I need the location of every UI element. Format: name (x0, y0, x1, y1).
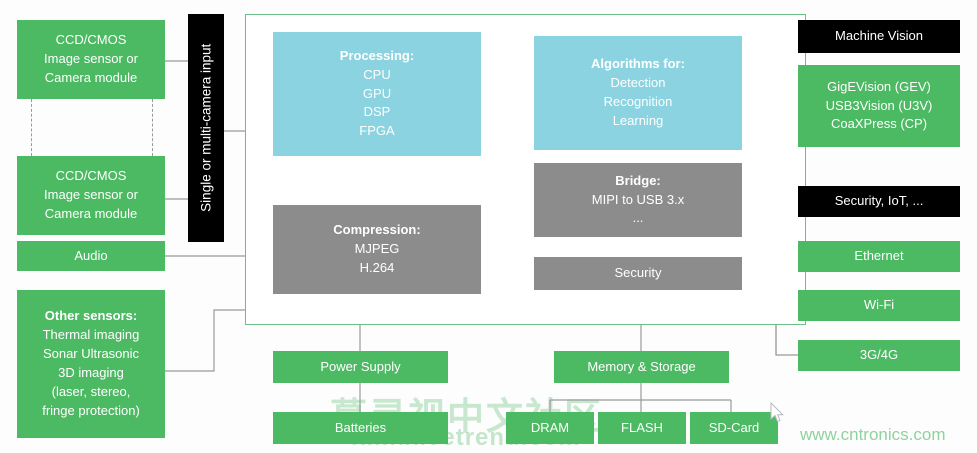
ethernet-block[interactable]: Ethernet (798, 241, 960, 272)
other-sensors-line-3: 3D imaging (58, 365, 124, 380)
camera-module-2[interactable]: CCD/CMOS Image sensor or Camera module (17, 156, 165, 235)
compression-block[interactable]: Compression: MJPEG H.264 (273, 205, 481, 294)
machine-vision-header-label: Machine Vision (835, 28, 923, 44)
power-supply-label: Power Supply (320, 358, 401, 374)
cellular-label: 3G/4G (859, 347, 899, 363)
dram-label: DRAM (530, 419, 570, 435)
security-iot-header: Security, IoT, ... (798, 186, 960, 217)
other-sensors-line-2: Sonar Ultrasonic (42, 346, 140, 362)
cellular-block[interactable]: 3G/4G (798, 340, 960, 371)
other-sensors-line-5: fringe protection) (42, 402, 140, 418)
other-sensors-title: Other sensors: (44, 308, 138, 324)
algorithms-line-3: Learning (612, 112, 664, 128)
camera-input-label: Single or multi-camera input (188, 14, 224, 242)
camera-stack-dashed-right (152, 99, 153, 156)
processing-title: Processing: (339, 47, 415, 63)
camera-module-2-line-1: Image sensor or (44, 187, 138, 203)
machine-vision-line-3: CoaXPress (CP) (830, 116, 928, 132)
other-sensors-block[interactable]: Other sensors: Thermal imaging Sonar Ult… (17, 290, 165, 438)
compression-title: Compression: (333, 222, 421, 238)
other-sensors-line-1: Thermal imaging (42, 327, 140, 343)
algorithms-line-2: Recognition (603, 94, 673, 109)
power-supply-block[interactable]: Power Supply (273, 351, 448, 383)
machine-vision-protocols[interactable]: GigEVision (GEV) USB3Vision (U3V) CoaXPr… (798, 65, 960, 147)
flash-label: FLASH (621, 419, 663, 435)
security-block[interactable]: Security (534, 257, 742, 290)
memory-storage-label: Memory & Storage (587, 358, 696, 374)
compression-line-1: MJPEG (354, 241, 400, 257)
wifi-label: Wi-Fi (863, 297, 895, 313)
processing-block[interactable]: Processing: CPU GPU DSP FPGA (273, 32, 481, 156)
other-sensors-line-4: (laser, stereo, (51, 383, 131, 399)
camera-module-1-line-1: Image sensor or (44, 51, 138, 67)
wifi-block[interactable]: Wi-Fi (798, 290, 960, 321)
camera-stack-dashed-left (31, 99, 32, 156)
processing-line-4: FPGA (359, 123, 395, 139)
compression-line-2: H.264 (359, 259, 395, 275)
bridge-title: Bridge: (615, 172, 661, 188)
processing-line-1: CPU (363, 66, 391, 82)
dram-block[interactable]: DRAM (506, 412, 594, 444)
camera-input-label-text: Single or multi-camera input (198, 43, 214, 213)
flash-block[interactable]: FLASH (598, 412, 686, 444)
memory-storage-block[interactable]: Memory & Storage (554, 351, 729, 383)
algorithms-block[interactable]: Algorithms for: Detection Recognition Le… (534, 36, 742, 150)
processing-line-2: GPU (362, 85, 392, 101)
sd-card-block[interactable]: SD-Card (690, 412, 778, 444)
ethernet-label: Ethernet (854, 248, 904, 264)
camera-module-1[interactable]: CCD/CMOS Image sensor or Camera module (17, 20, 165, 99)
security-label: Security (614, 265, 662, 281)
processing-line-3: DSP (363, 104, 391, 120)
batteries-label: Batteries (334, 419, 387, 435)
bridge-line-2: ... (632, 210, 644, 226)
machine-vision-header: Machine Vision (798, 20, 960, 53)
batteries-block[interactable]: Batteries (273, 412, 448, 444)
security-iot-header-label: Security, IoT, ... (834, 193, 924, 209)
algorithms-line-1: Detection (610, 75, 666, 91)
machine-vision-line-2: USB3Vision (U3V) (825, 97, 933, 113)
audio-block[interactable]: Audio (17, 241, 165, 271)
machine-vision-line-1: GigEVision (GEV) (827, 78, 931, 94)
audio-label: Audio (74, 247, 108, 263)
camera-module-1-title: CCD/CMOS (55, 32, 127, 48)
camera-module-2-line-2: Camera module (44, 205, 138, 221)
bridge-line-1: MIPI to USB 3.x (591, 191, 685, 207)
algorithms-title: Algorithms for: (591, 56, 685, 72)
camera-module-1-line-2: Camera module (44, 69, 138, 85)
camera-module-2-title: CCD/CMOS (55, 168, 127, 184)
sd-card-label: SD-Card (708, 419, 760, 435)
bridge-block[interactable]: Bridge: MIPI to USB 3.x ... (534, 163, 742, 237)
